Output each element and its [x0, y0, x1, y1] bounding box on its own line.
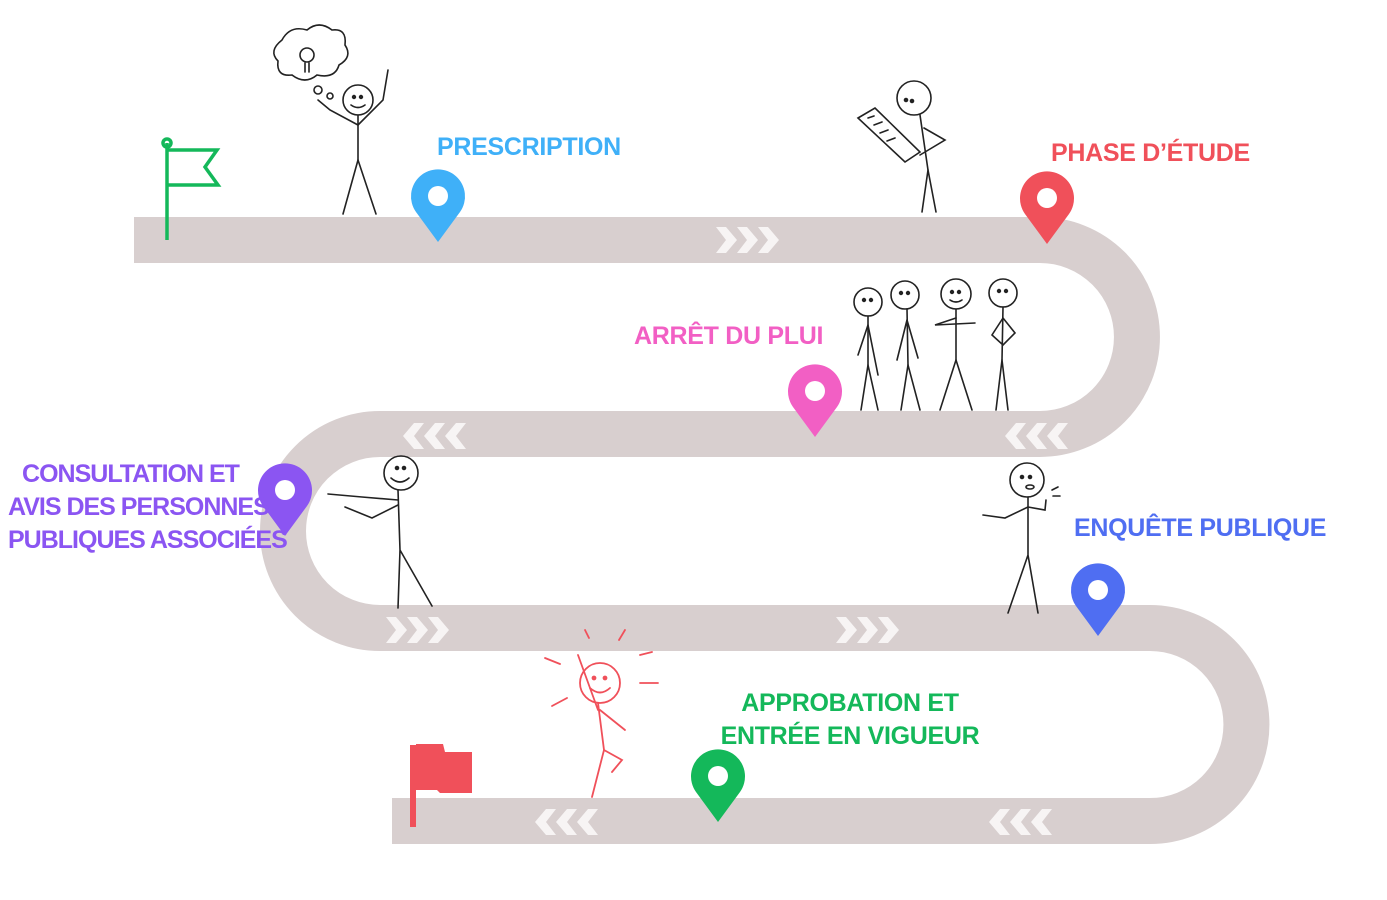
- chevron-icon: [386, 617, 407, 643]
- map-pin-icon: [258, 463, 312, 536]
- chevron-icon: [428, 617, 449, 643]
- step-label-line: PHASE D’ÉTUDE: [1051, 139, 1250, 167]
- group-of-figures-icon: [853, 278, 1018, 411]
- step-label-arret-plui: ARRÊT DU PLUI: [634, 320, 823, 353]
- chevron-icon: [424, 423, 445, 449]
- chevron-icon: [878, 617, 899, 643]
- map-pin-icon: [1019, 171, 1074, 244]
- start-flag-icon: [161, 137, 222, 240]
- step-label-line: ENQUÊTE PUBLIQUE: [1074, 514, 1327, 542]
- step-label-line: ARRÊT DU PLUI: [634, 322, 824, 350]
- chevron-icon: [1010, 809, 1031, 835]
- chevron-icon: [577, 809, 598, 835]
- map-pin-icon: [410, 169, 465, 242]
- reading-scroll-figure-icon: [856, 80, 947, 213]
- chevron-icon: [989, 809, 1010, 835]
- thinking-figure-icon: [273, 24, 389, 215]
- finish-flag-icon: [410, 744, 472, 827]
- chevron-icon: [407, 617, 428, 643]
- step-label-line: APPROBATION ET: [741, 689, 959, 717]
- chevron-icon: [857, 617, 878, 643]
- step-label-line: ENTRÉE EN VIGUEUR: [720, 722, 980, 750]
- chevron-icon: [836, 617, 857, 643]
- chevron-icon: [758, 227, 779, 253]
- pointing-figure-icon: [327, 455, 433, 609]
- step-label-line: PUBLIQUES ASSOCIÉES: [8, 526, 288, 554]
- step-label-consultation: CONSULTATION ET AVIS DES PERSONNES PUBLIQU…: [8, 458, 288, 557]
- chevron-icon: [716, 227, 737, 253]
- map-pin-icon: [691, 749, 745, 822]
- chevron-icon: [1047, 423, 1068, 449]
- happy-figure-icon: [544, 629, 659, 798]
- direction-chevrons: [386, 227, 1068, 835]
- chevron-icon: [445, 423, 466, 449]
- map-pin-icon: [788, 364, 842, 437]
- chevron-icon: [403, 423, 424, 449]
- step-label-phase-etude: PHASE D’ÉTUDE: [1051, 137, 1250, 170]
- step-label-prescription: PRESCRIPTION: [437, 131, 621, 164]
- chevron-icon: [556, 809, 577, 835]
- step-label-line: PRESCRIPTION: [437, 133, 621, 161]
- chevron-icon: [1026, 423, 1047, 449]
- chevron-icon: [737, 227, 758, 253]
- chevron-icon: [1005, 423, 1026, 449]
- chevron-icon: [535, 809, 556, 835]
- chevron-icon: [1031, 809, 1052, 835]
- step-label-line: CONSULTATION ET: [22, 460, 240, 488]
- step-label-approbation: APPROBATION ET ENTRÉE EN VIGUEUR: [710, 687, 990, 753]
- step-label-line: AVIS DES PERSONNES: [8, 493, 270, 521]
- step-label-enquete-publique: ENQUÊTE PUBLIQUE: [1074, 512, 1326, 545]
- speaking-figure-icon: [982, 462, 1061, 614]
- map-pin-icon: [1071, 563, 1125, 636]
